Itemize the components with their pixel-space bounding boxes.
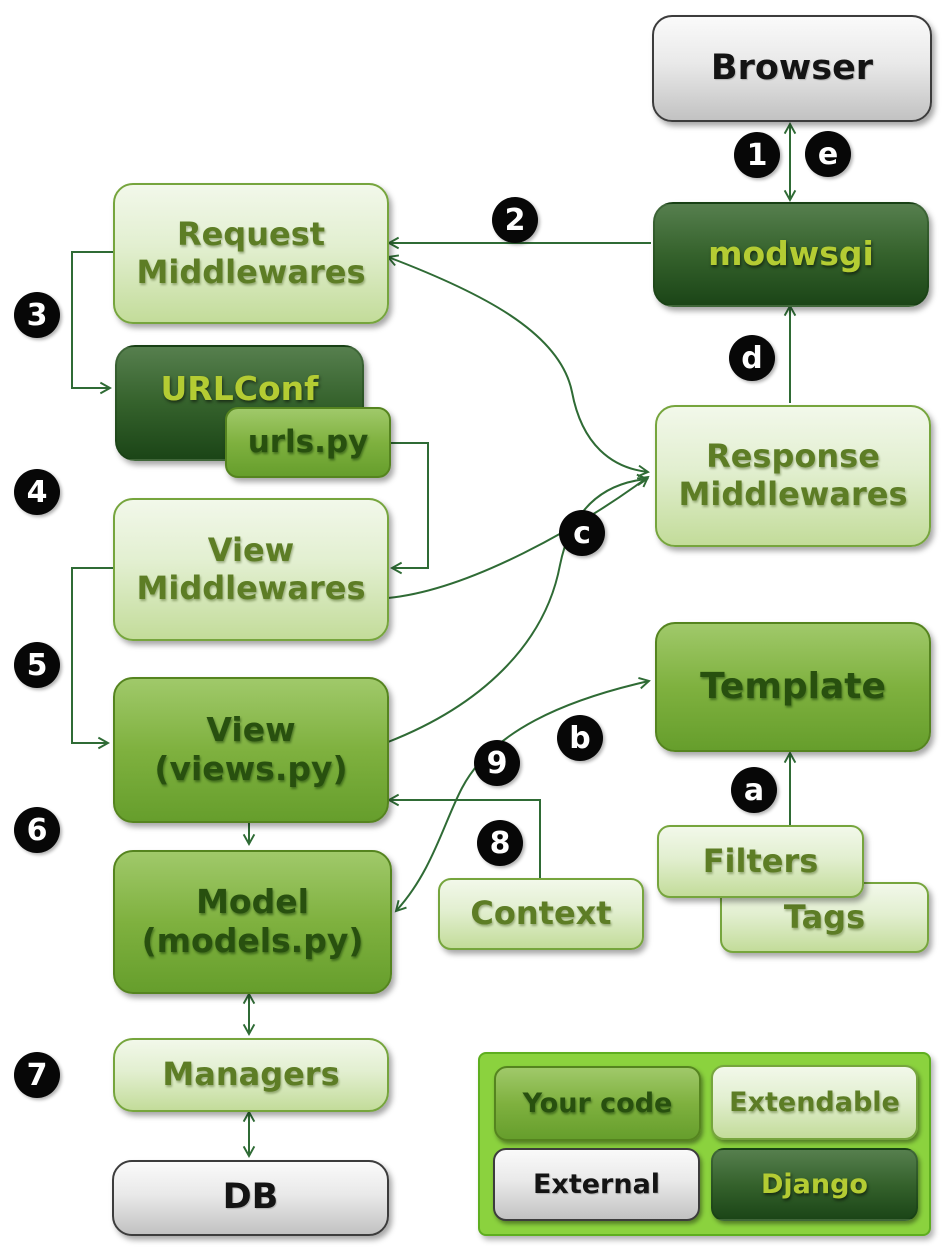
step-marker-1-label: 1 [746,137,768,173]
node-urlconf-label: URLConf [160,368,319,408]
arrow-view-middlewares-response-middlewares-curve [387,475,650,599]
node-filters-label: Filters [702,841,819,880]
node-db: DB [112,1160,389,1236]
node-template: Template [655,622,931,752]
step-marker-8-label: 8 [489,825,511,861]
step-marker-b-label: b [569,720,591,756]
legend-item-django: Django [711,1148,918,1221]
step-marker-c: c [559,510,605,556]
step-marker-2-label: 2 [504,202,526,238]
step-marker-9-label: 9 [486,745,508,781]
node-model-label: Model (models.py) [141,882,364,960]
node-browser-label: Browser [710,47,874,88]
legend-item-extendable-label: Extendable [729,1086,900,1118]
step-marker-7-label: 7 [26,1057,48,1093]
arrow-request-response-middlewares-curve [386,254,650,478]
arrow-context-view [387,793,541,878]
legend-item-your-code-label: Your code [522,1087,673,1119]
step-marker-d: d [729,335,775,381]
legend-item-external-label: External [532,1168,661,1200]
step-marker-8: 8 [477,820,523,866]
arrow-view-middlewares-view [71,567,113,750]
step-marker-5-label: 5 [26,647,48,683]
node-managers: Managers [113,1038,389,1112]
step-marker-3-label: 3 [26,297,48,333]
node-browser: Browser [652,15,932,122]
node-template-label: Template [700,665,886,707]
node-urls-py-label: urls.py [247,424,369,461]
arrow-urlspy-view-middlewares [388,442,429,575]
step-marker-e-label: e [817,136,839,172]
step-marker-b: b [557,715,603,761]
node-response-middlewares: Response Middlewares [655,405,931,547]
step-marker-6: 6 [14,807,60,853]
node-view-middlewares-label: View Middlewares [136,530,366,607]
arrow-view-response-middlewares-curve [387,473,649,743]
step-marker-1: 1 [734,132,780,178]
arrow-request-middlewares-urlconf [71,251,113,395]
step-marker-a-label: a [743,772,765,808]
node-context-label: Context [470,894,612,933]
arrow-template-model-curve [394,676,651,913]
node-response-middlewares-label: Response Middlewares [678,437,908,513]
node-tags-label: Tags [783,897,866,936]
node-managers-label: Managers [162,1055,340,1094]
node-view-label: View (views.py) [154,710,348,788]
node-db-label: DB [222,1177,279,1218]
node-model: Model (models.py) [113,850,392,994]
legend: Your code Extendable External Django [478,1052,931,1236]
node-view: View (views.py) [113,677,389,823]
step-marker-3: 3 [14,292,60,338]
step-marker-4-label: 4 [26,474,48,510]
legend-item-external: External [493,1148,700,1221]
node-modwsgi-label: modwsgi [708,234,874,274]
node-urls-py: urls.py [225,407,391,478]
step-marker-d-label: d [741,340,763,376]
step-marker-c-label: c [573,515,591,551]
step-marker-7: 7 [14,1052,60,1098]
node-request-middlewares: Request Middlewares [113,183,389,324]
node-filters: Filters [657,825,864,898]
step-marker-4: 4 [14,469,60,515]
node-modwsgi: modwsgi [653,202,929,307]
node-view-middlewares: View Middlewares [113,498,389,641]
step-marker-2: 2 [492,197,538,243]
legend-item-extendable: Extendable [711,1065,918,1140]
node-request-middlewares-label: Request Middlewares [136,214,366,291]
node-context: Context [438,878,644,950]
step-marker-a: a [731,767,777,813]
step-marker-e: e [805,131,851,177]
step-marker-5: 5 [14,642,60,688]
step-marker-6-label: 6 [26,812,48,848]
step-marker-9: 9 [474,740,520,786]
legend-item-django-label: Django [761,1168,868,1200]
legend-item-your-code: Your code [494,1066,701,1141]
